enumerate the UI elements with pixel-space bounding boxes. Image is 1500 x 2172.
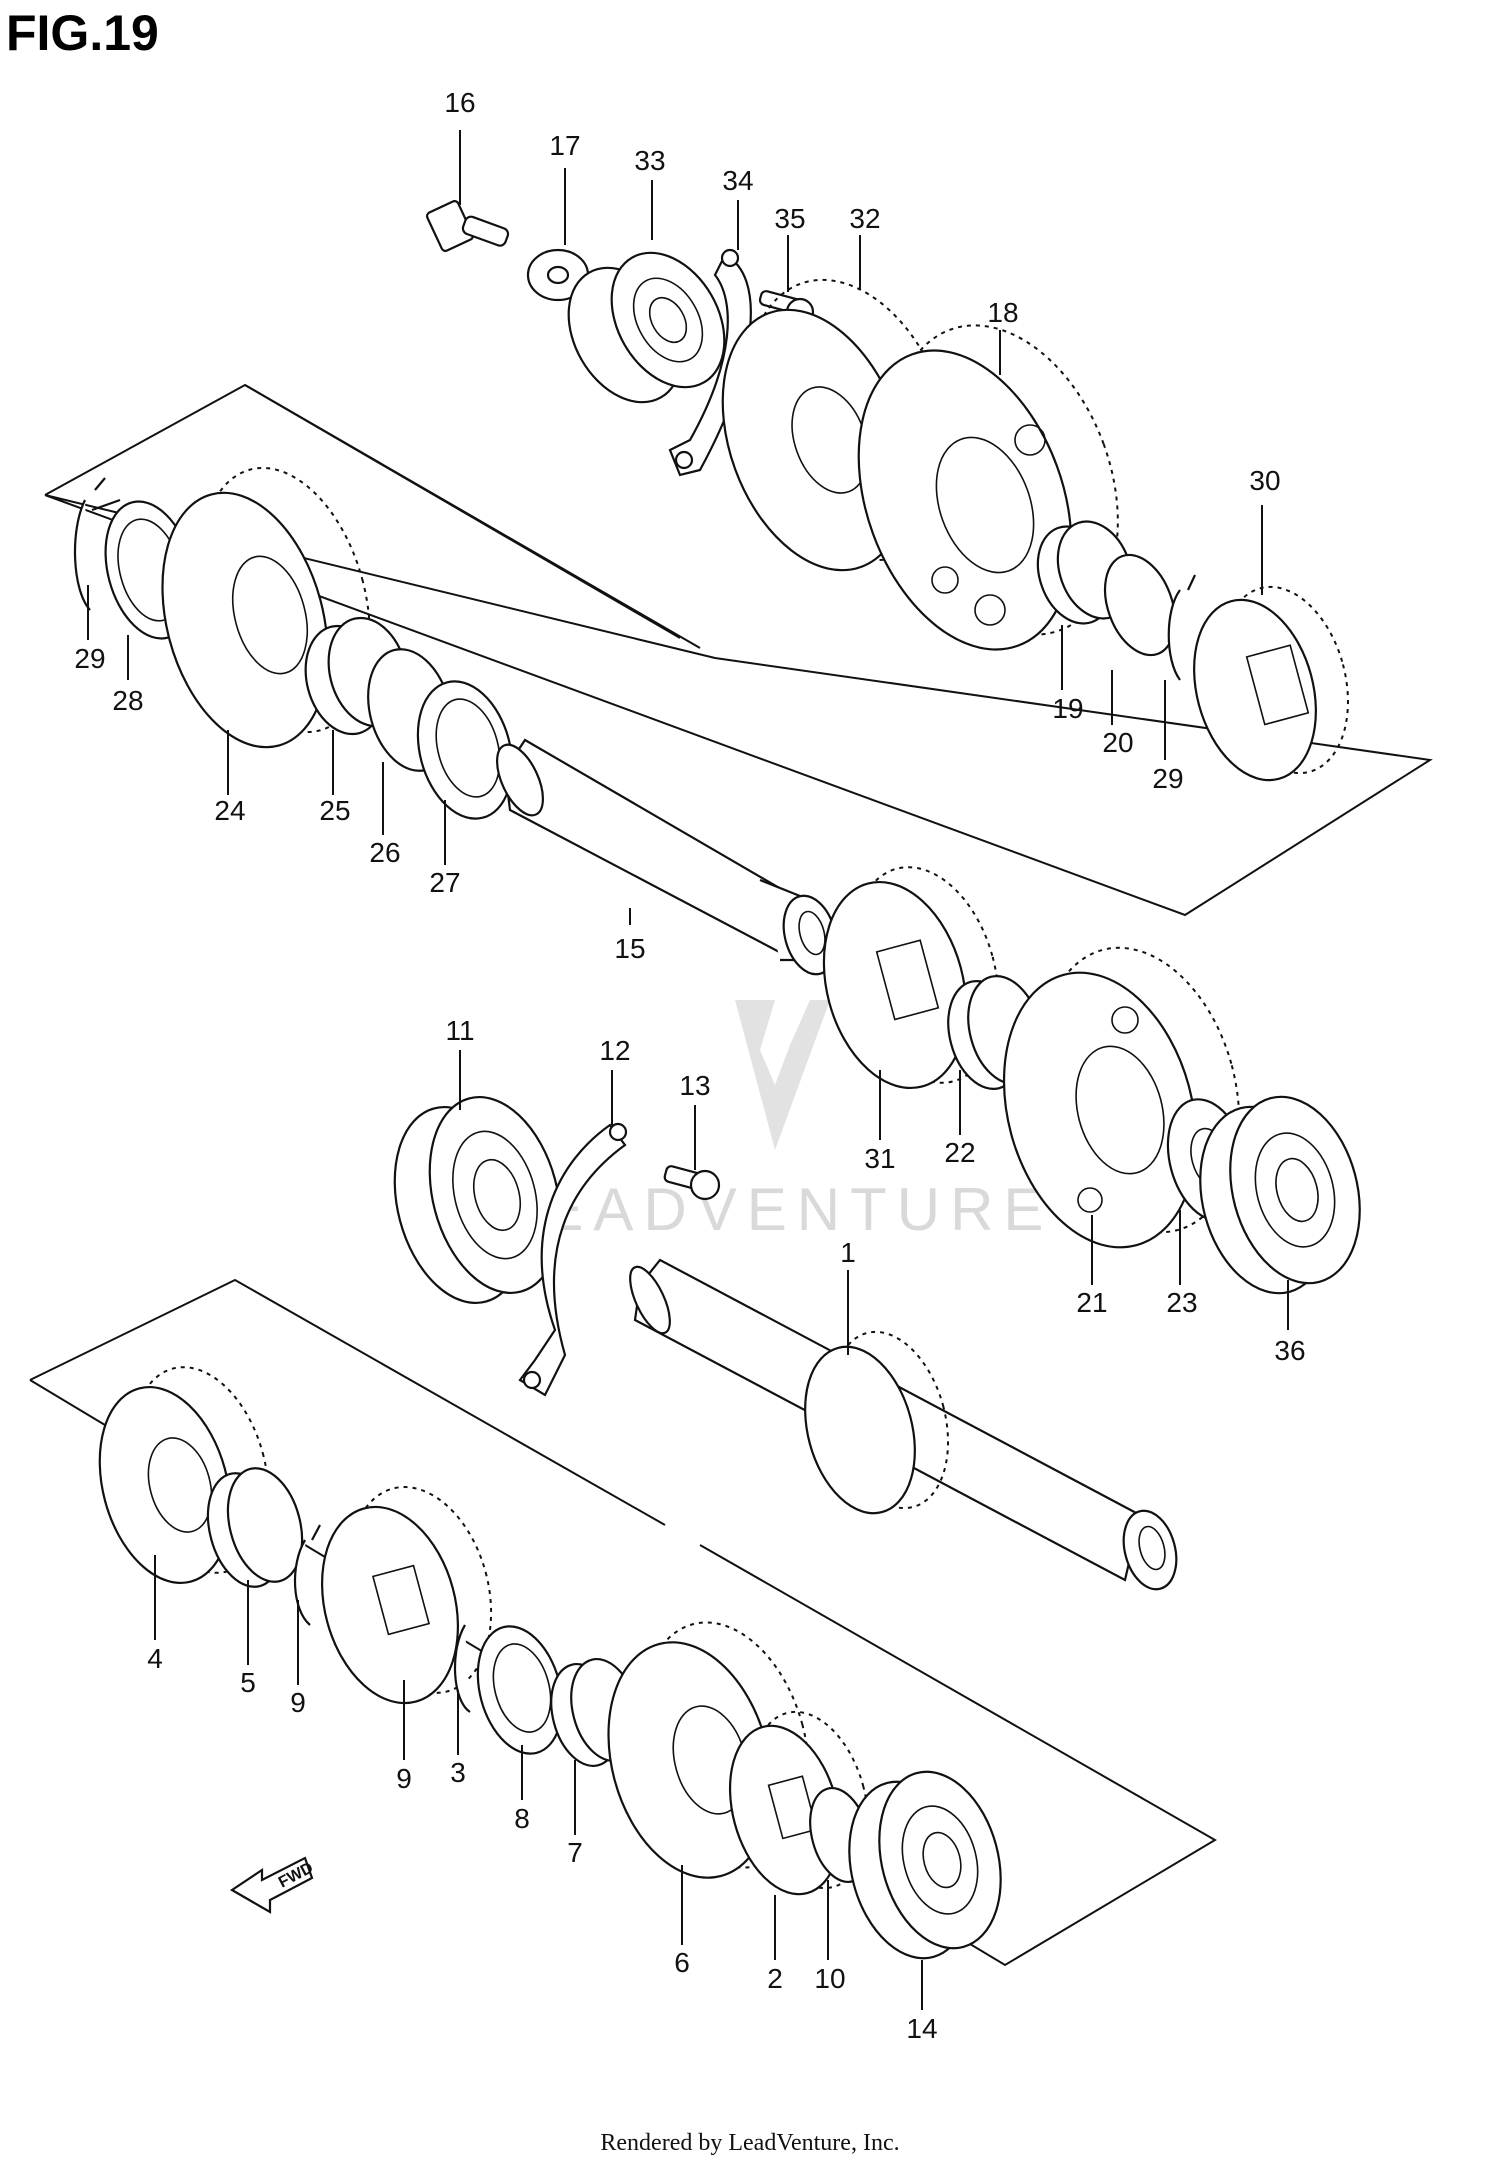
- callout-7[interactable]: 7: [567, 1837, 583, 1868]
- callout-19[interactable]: 19: [1052, 693, 1083, 724]
- part-9-gear[interactable]: [301, 1471, 513, 1718]
- callout-18[interactable]: 18: [987, 297, 1018, 328]
- callout-11[interactable]: 11: [445, 1015, 474, 1046]
- callout-9-gear[interactable]: 9: [396, 1763, 412, 1794]
- callout-33[interactable]: 33: [634, 145, 665, 176]
- part-27-washer[interactable]: [403, 671, 526, 830]
- callout-12[interactable]: 12: [599, 1035, 630, 1066]
- part-29-circlip-right[interactable]: [1167, 574, 1196, 681]
- callout-35[interactable]: 35: [774, 203, 805, 234]
- part-34-retainer[interactable]: [668, 248, 752, 477]
- part-15-countershaft[interactable]: [488, 738, 845, 980]
- callout-6[interactable]: 6: [674, 1947, 690, 1978]
- part-18-gear[interactable]: [820, 294, 1158, 679]
- group-outline-lower: [29, 1278, 1217, 1967]
- part-14-bearing[interactable]: [831, 1758, 1020, 1972]
- part-16-bolt[interactable]: [425, 199, 510, 253]
- callout-23[interactable]: 23: [1166, 1287, 1197, 1318]
- part-11-bearing[interactable]: [374, 1082, 581, 1317]
- callout-4[interactable]: 4: [147, 1643, 163, 1674]
- fwd-arrow-icon: FWD: [229, 1856, 316, 1914]
- part-33-bearing[interactable]: [546, 233, 748, 423]
- callout-22[interactable]: 22: [944, 1137, 975, 1168]
- part-25-bushing[interactable]: [294, 609, 419, 743]
- watermark-text: LEADVENTURE: [500, 1176, 1053, 1243]
- figure-title: FIG.19: [6, 5, 159, 61]
- callout-9-circlip[interactable]: 9: [290, 1687, 306, 1718]
- callout-25[interactable]: 25: [319, 795, 350, 826]
- callout-17[interactable]: 17: [549, 130, 580, 161]
- part-30-gear[interactable]: [1175, 573, 1367, 794]
- part-24-gear[interactable]: [136, 449, 397, 766]
- footer-credit: Rendered by LeadVenture, Inc.: [600, 2130, 900, 2156]
- callout-3[interactable]: 3: [450, 1757, 466, 1788]
- part-5-bushing[interactable]: [196, 1460, 314, 1595]
- callout-1[interactable]: 1: [840, 1237, 856, 1268]
- callout-labels: 16 17 33 34 35 32 18 30 29 28 24 25 26 2…: [74, 87, 1305, 2044]
- part-21-gear[interactable]: [975, 925, 1269, 1269]
- callout-24[interactable]: 24: [214, 795, 245, 826]
- callout-28[interactable]: 28: [112, 685, 143, 716]
- callout-30[interactable]: 30: [1249, 465, 1280, 496]
- callout-21[interactable]: 21: [1076, 1287, 1107, 1318]
- callout-29-right[interactable]: 29: [1152, 763, 1183, 794]
- part-1-driveshaft[interactable]: [622, 1258, 1184, 1595]
- part-20-washer[interactable]: [1092, 545, 1188, 665]
- part-13-screw[interactable]: [663, 1165, 721, 1201]
- callout-16[interactable]: 16: [444, 87, 475, 118]
- callout-13[interactable]: 13: [679, 1070, 710, 1101]
- callout-36[interactable]: 36: [1274, 1335, 1305, 1366]
- part-4-gear[interactable]: [79, 1352, 290, 1598]
- part-29-circlip-left[interactable]: [73, 477, 121, 611]
- callout-20[interactable]: 20: [1102, 727, 1133, 758]
- callout-8[interactable]: 8: [514, 1803, 530, 1834]
- callout-15[interactable]: 15: [614, 933, 645, 964]
- part-36-bearing[interactable]: [1181, 1082, 1380, 1308]
- callout-27[interactable]: 27: [429, 867, 460, 898]
- callout-32[interactable]: 32: [849, 203, 880, 234]
- leader-lines: [87, 130, 1289, 2010]
- callout-29-left[interactable]: 29: [74, 643, 105, 674]
- part-9-circlip-a[interactable]: [293, 1524, 321, 1626]
- part-31-gear[interactable]: [802, 851, 1021, 1104]
- callout-26[interactable]: 26: [369, 837, 400, 868]
- callout-14[interactable]: 14: [906, 2013, 937, 2044]
- part-12-retainer[interactable]: [518, 1122, 628, 1397]
- callout-31[interactable]: 31: [864, 1143, 895, 1174]
- watermark: LEADVENTURE: [500, 1000, 1053, 1243]
- callout-5[interactable]: 5: [240, 1667, 256, 1698]
- callout-2[interactable]: 2: [767, 1963, 783, 1994]
- callout-34[interactable]: 34: [722, 165, 753, 196]
- callout-10[interactable]: 10: [814, 1963, 845, 1994]
